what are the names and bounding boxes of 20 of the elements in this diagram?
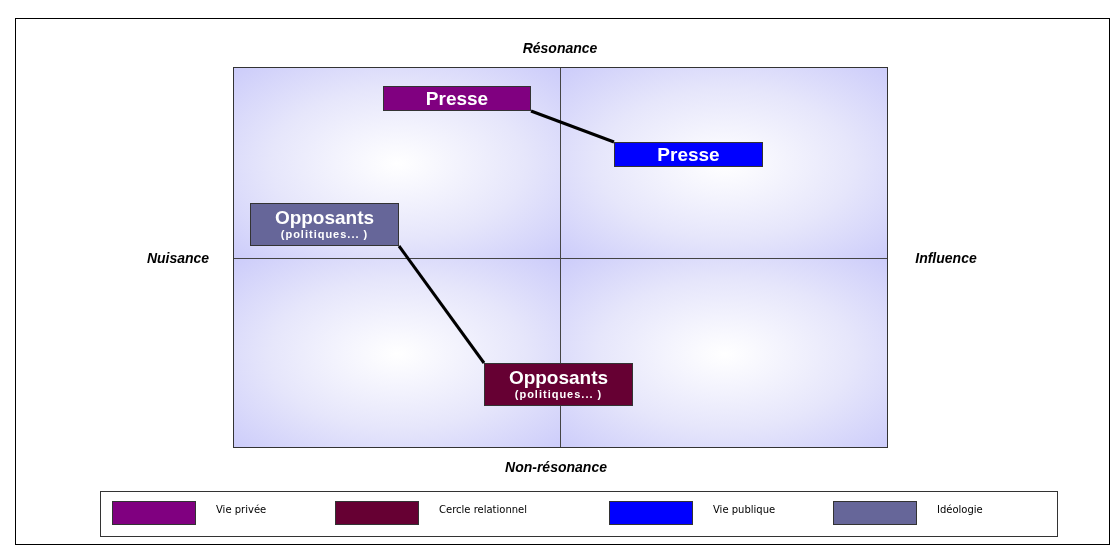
category-box xyxy=(614,142,763,167)
axis-label: Nuisance xyxy=(146,250,210,266)
legend-label: Vie publique xyxy=(713,504,776,515)
category-box xyxy=(484,363,633,406)
axis-label: Non-résonance xyxy=(505,459,607,475)
legend-label: Cercle relationnel xyxy=(439,504,527,515)
legend-label: Idéologie xyxy=(937,504,983,515)
box-subtitle: (politiques... ) xyxy=(514,388,603,401)
box-title: Opposants xyxy=(274,208,375,228)
category-box xyxy=(250,203,399,246)
axis-label: Influence xyxy=(915,250,977,266)
legend-label: Vie privée xyxy=(216,504,267,515)
axis-label: Résonance xyxy=(522,40,598,56)
box-title: Presse xyxy=(425,88,489,109)
box-title: Presse xyxy=(657,144,720,165)
connector-line xyxy=(530,109,615,144)
box-title: Opposants xyxy=(508,368,609,388)
box-subtitle: (politiques... ) xyxy=(280,228,369,241)
category-box xyxy=(383,86,531,111)
connector-line xyxy=(397,245,486,364)
